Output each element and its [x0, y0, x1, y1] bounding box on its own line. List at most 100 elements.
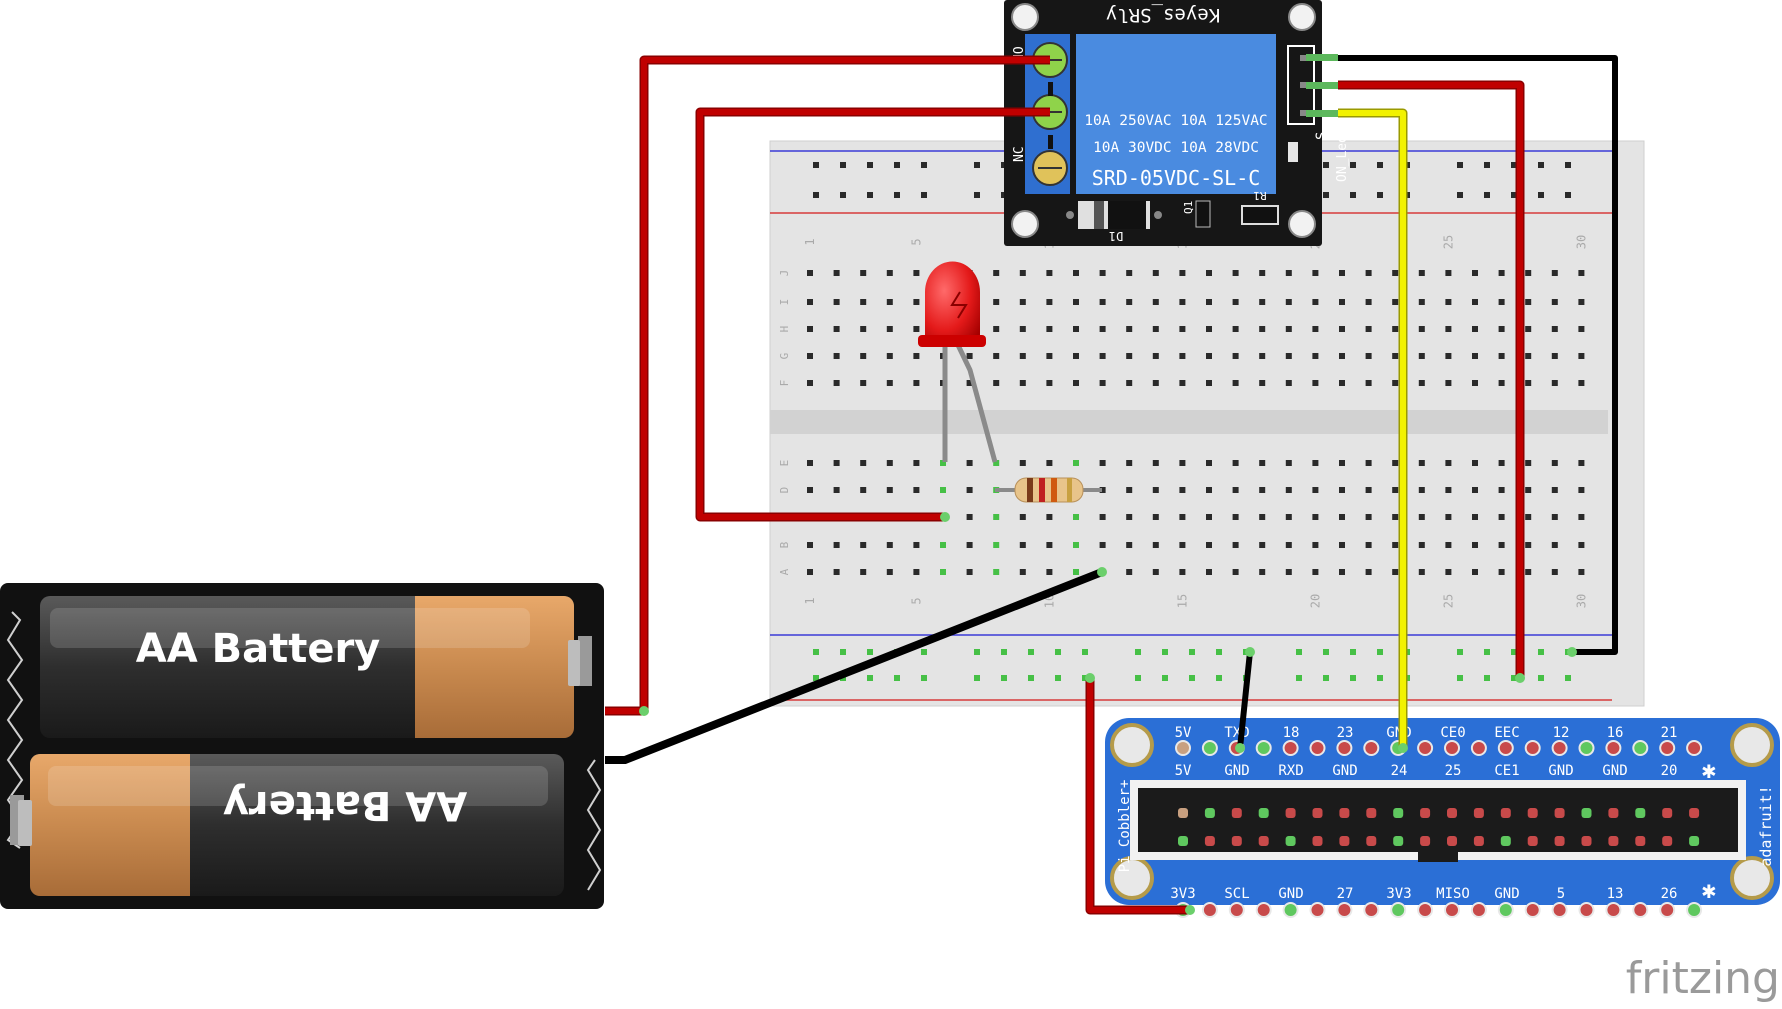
breadboard-hole[interactable]: [1339, 380, 1345, 386]
rail-hole[interactable]: [1162, 675, 1168, 681]
breadboard-hole[interactable]: [1551, 353, 1558, 359]
breadboard-hole[interactable]: [1578, 487, 1585, 493]
breadboard-hole[interactable]: [886, 487, 893, 493]
breadboard-hole[interactable]: [1498, 380, 1505, 386]
rail-hole[interactable]: [1001, 649, 1007, 655]
breadboard-hole[interactable]: [1551, 299, 1558, 305]
breadboard-hole[interactable]: [1046, 460, 1053, 466]
cobbler-pin[interactable]: [1309, 902, 1326, 918]
wire-endpoint[interactable]: [639, 706, 649, 716]
breadboard-hole[interactable]: [1578, 542, 1585, 548]
rail-hole[interactable]: [1377, 162, 1383, 168]
rail-hole[interactable]: [813, 162, 819, 168]
breadboard-hole[interactable]: [1285, 487, 1292, 493]
breadboard-hole[interactable]: [1498, 569, 1505, 575]
relay-pin[interactable]: [1300, 55, 1306, 61]
breadboard-hole[interactable]: [860, 299, 867, 305]
breadboard-hole[interactable]: [1365, 299, 1372, 305]
rail-hole[interactable]: [1484, 192, 1490, 198]
breadboard-hole[interactable]: [1232, 514, 1239, 520]
breadboard-hole[interactable]: [1312, 487, 1319, 493]
cobbler-pin[interactable]: [1417, 902, 1434, 918]
breadboard-hole[interactable]: [1445, 487, 1452, 493]
breadboard-hole[interactable]: [1126, 299, 1133, 305]
breadboard-hole[interactable]: [1019, 542, 1026, 548]
breadboard-hole[interactable]: [1472, 326, 1478, 332]
breadboard-hole[interactable]: [1126, 353, 1133, 359]
rail-hole[interactable]: [1001, 675, 1007, 681]
breadboard-hole[interactable]: [1339, 487, 1345, 493]
breadboard-hole[interactable]: [807, 380, 813, 386]
rail-hole[interactable]: [1511, 192, 1517, 198]
breadboard-hole[interactable]: [1445, 299, 1452, 305]
relay-pin[interactable]: [1300, 82, 1306, 88]
breadboard-hole[interactable]: [1418, 380, 1425, 386]
breadboard-hole[interactable]: [1179, 514, 1186, 520]
breadboard-hole[interactable]: [1339, 326, 1345, 332]
cobbler-pin[interactable]: [1336, 902, 1353, 918]
breadboard-hole[interactable]: [1099, 353, 1106, 359]
breadboard-hole[interactable]: [1392, 487, 1399, 493]
breadboard-hole[interactable]: [1073, 542, 1079, 548]
breadboard-hole[interactable]: [1019, 460, 1026, 466]
rail-hole[interactable]: [1350, 192, 1356, 198]
cobbler-pin[interactable]: [1201, 902, 1218, 918]
breadboard-hole[interactable]: [1339, 299, 1345, 305]
cobbler-pin[interactable]: [1605, 740, 1622, 756]
breadboard-hole[interactable]: [1285, 542, 1292, 548]
rail-hole[interactable]: [867, 649, 873, 655]
breadboard-hole[interactable]: [1179, 353, 1186, 359]
breadboard-hole[interactable]: [993, 542, 1000, 548]
breadboard-hole[interactable]: [1126, 514, 1133, 520]
breadboard-hole[interactable]: [1206, 569, 1212, 575]
rail-hole[interactable]: [1055, 675, 1061, 681]
breadboard-hole[interactable]: [1259, 569, 1266, 575]
rail-hole[interactable]: [1511, 649, 1517, 655]
breadboard-hole[interactable]: [1312, 514, 1319, 520]
breadboard-hole[interactable]: [1525, 569, 1532, 575]
rail-hole[interactable]: [1028, 649, 1034, 655]
breadboard-hole[interactable]: [1339, 514, 1345, 520]
breadboard-hole[interactable]: [1259, 299, 1266, 305]
breadboard-hole[interactable]: [966, 514, 973, 520]
rail-hole[interactable]: [1565, 675, 1571, 681]
breadboard-hole[interactable]: [1551, 326, 1558, 332]
breadboard-hole[interactable]: [1046, 270, 1053, 276]
breadboard-hole[interactable]: [1259, 353, 1266, 359]
breadboard-hole[interactable]: [1392, 270, 1399, 276]
wire-endpoint[interactable]: [1245, 647, 1255, 657]
breadboard-hole[interactable]: [940, 460, 946, 466]
wire-battery-negative[interactable]: [605, 568, 1104, 764]
breadboard-hole[interactable]: [1152, 299, 1159, 305]
wire-endpoint[interactable]: [1085, 673, 1095, 683]
rail-hole[interactable]: [974, 192, 980, 198]
breadboard-hole[interactable]: [1073, 569, 1079, 575]
breadboard-hole[interactable]: [886, 542, 893, 548]
cobbler-pin[interactable]: [1336, 740, 1353, 756]
breadboard-hole[interactable]: [1525, 353, 1532, 359]
breadboard-hole[interactable]: [1365, 326, 1372, 332]
breadboard-hole[interactable]: [886, 569, 893, 575]
rail-hole[interactable]: [921, 675, 927, 681]
breadboard-hole[interactable]: [1312, 299, 1319, 305]
breadboard-hole[interactable]: [1206, 487, 1212, 493]
breadboard-hole[interactable]: [1472, 569, 1478, 575]
breadboard-hole[interactable]: [1365, 270, 1372, 276]
breadboard-hole[interactable]: [1099, 299, 1106, 305]
breadboard-hole[interactable]: [1206, 299, 1212, 305]
cobbler-pin[interactable]: [1309, 740, 1326, 756]
breadboard-hole[interactable]: [1232, 299, 1239, 305]
breadboard-hole[interactable]: [1312, 353, 1319, 359]
breadboard-hole[interactable]: [1551, 380, 1558, 386]
breadboard-hole[interactable]: [1472, 353, 1478, 359]
wire-battery-positive[interactable]: [605, 57, 1050, 714]
rail-hole[interactable]: [921, 192, 927, 198]
breadboard-hole[interactable]: [1472, 542, 1478, 548]
rail-hole[interactable]: [1028, 675, 1034, 681]
wire-endpoint[interactable]: [940, 512, 950, 522]
breadboard-hole[interactable]: [1578, 569, 1585, 575]
breadboard-hole[interactable]: [1551, 460, 1558, 466]
breadboard-hole[interactable]: [966, 487, 973, 493]
breadboard-hole[interactable]: [1099, 514, 1106, 520]
breadboard-hole[interactable]: [1046, 542, 1053, 548]
